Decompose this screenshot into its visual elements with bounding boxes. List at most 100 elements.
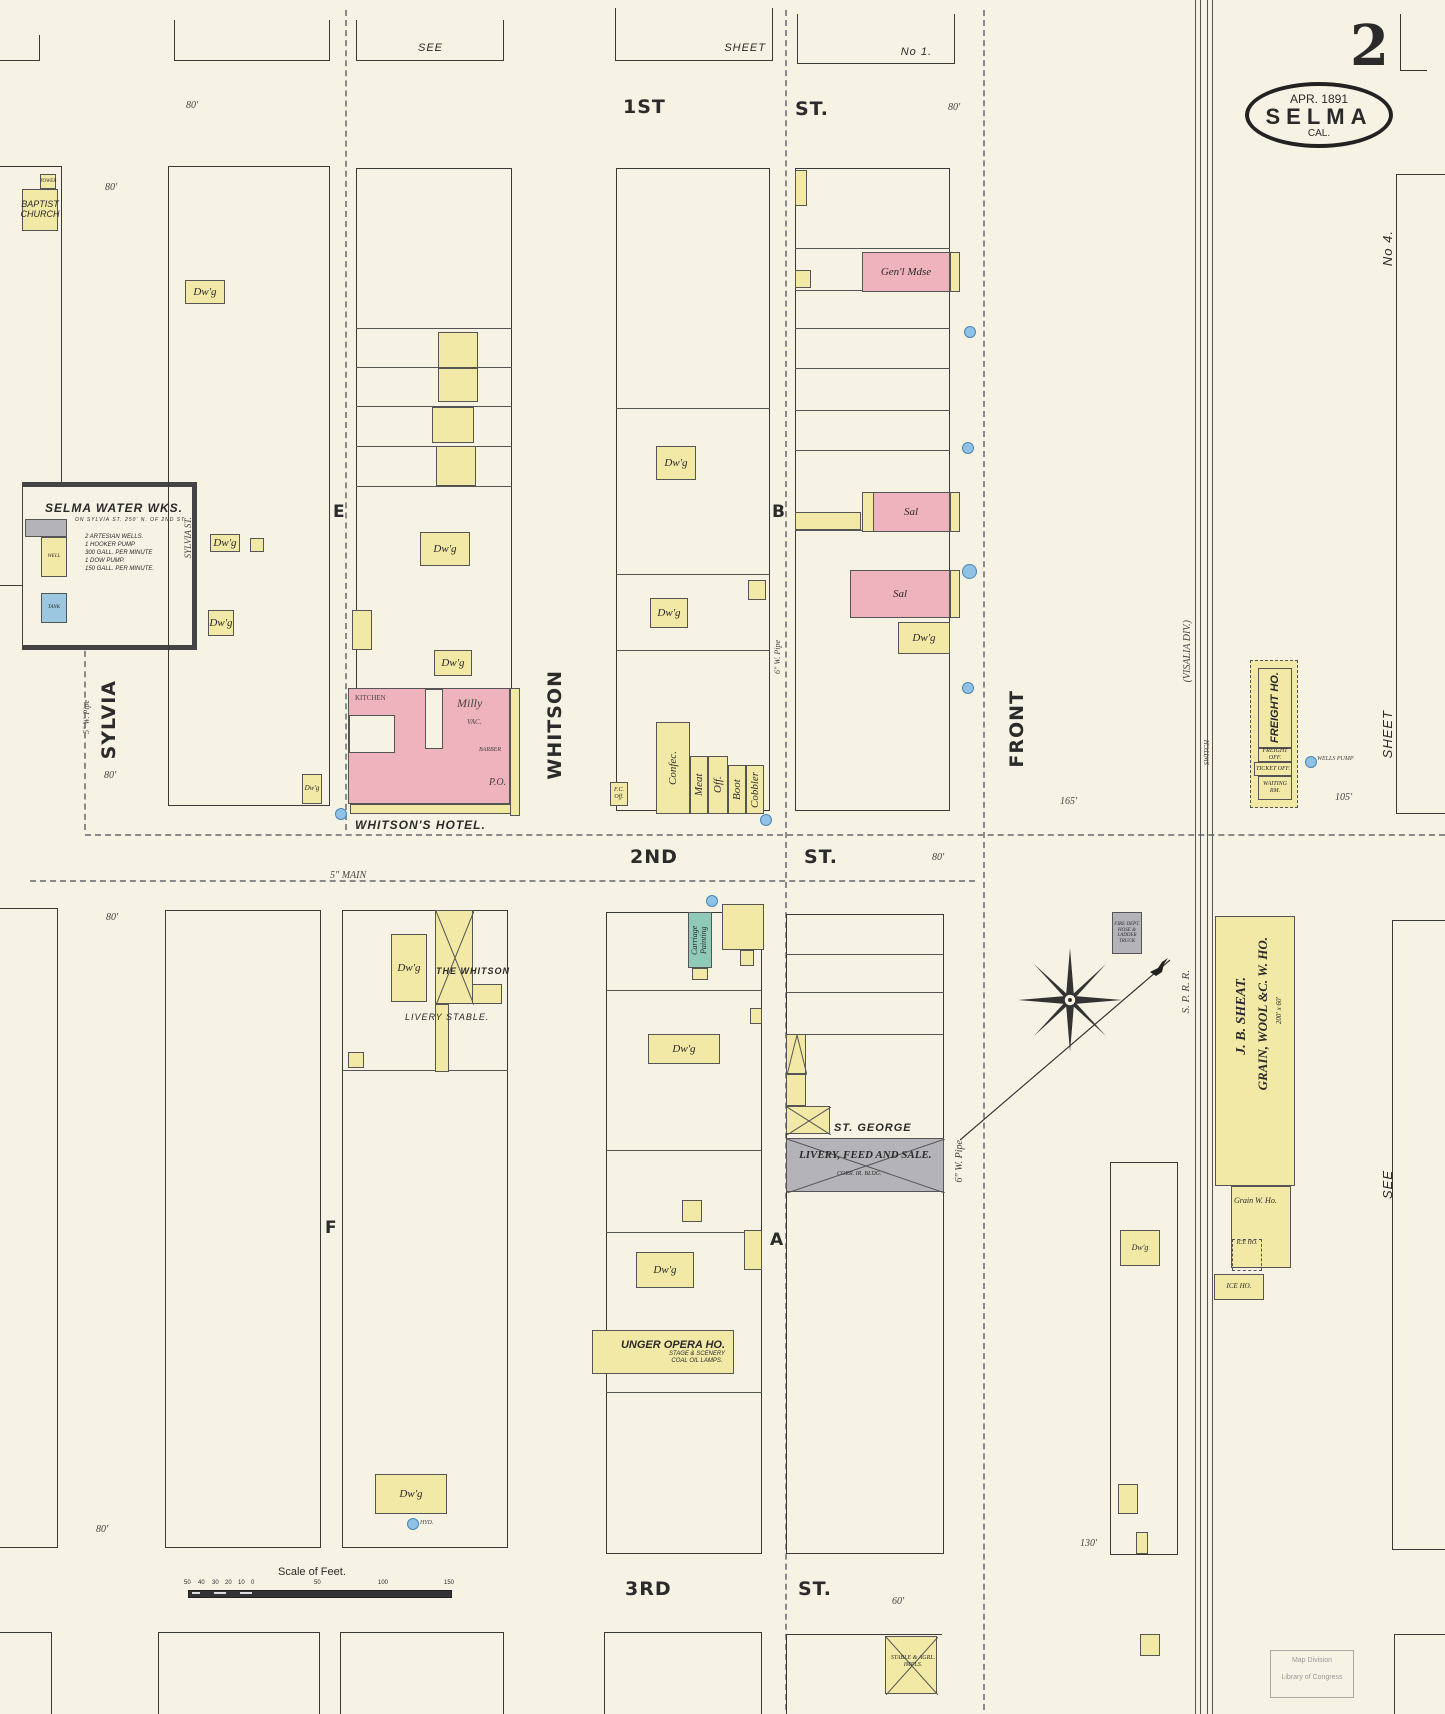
fc-office: F.C. Off. — [610, 782, 628, 806]
top-block-2 — [174, 20, 330, 61]
lot-line — [606, 1150, 762, 1151]
livery-feed-sale-label: LIVERY, FEED AND SALE. — [799, 1149, 932, 1161]
meat-market: Meat — [690, 756, 708, 814]
right-block-north — [1396, 174, 1445, 814]
bottom-block-1 — [0, 1632, 52, 1714]
whitsons-hotel-label: WHITSON'S HOTEL. — [355, 818, 486, 832]
street-2nd: 2ND — [630, 846, 678, 868]
grain-dims: 200' x 60' — [1275, 997, 1283, 1025]
pipe-sylvia — [84, 600, 86, 830]
general-merchandise: Gen'l Mdse — [862, 252, 950, 292]
rail-division-label: (VISALIA DIV.) — [1182, 620, 1193, 683]
block-letter-e: E — [333, 502, 346, 522]
block-sylvia-north — [168, 166, 330, 806]
livery-feed-sale-stable: LIVERY, FEED AND SALE. CORR. IR. BLDG. — [786, 1138, 945, 1193]
hotel-courtyard — [349, 715, 395, 753]
shed — [750, 1008, 762, 1024]
street-whitson: WHITSON — [544, 670, 566, 780]
hydrant-icon — [407, 1518, 419, 1530]
wells-pump-icon — [964, 326, 976, 338]
shed — [348, 1052, 364, 1068]
street-3rd: 3RD — [625, 1578, 672, 1600]
title-cartouche: APR. 1891 SELMA CAL. — [1245, 82, 1393, 148]
opera-line1: STAGE & SCENERY — [668, 1351, 725, 1358]
st-george-label: ST. GEORGE — [834, 1122, 912, 1134]
main-label: 5" MAIN — [330, 870, 367, 881]
street-2nd-st: ST. — [804, 846, 838, 868]
dwelling: Dw'g — [650, 598, 688, 628]
porch — [950, 492, 960, 532]
dwelling: Dw'g — [648, 1034, 720, 1064]
shed — [740, 950, 754, 966]
street-1st: 1ST — [623, 96, 666, 118]
dim-label: 80' — [96, 1524, 109, 1535]
railroad-track — [1212, 0, 1213, 1714]
block-letter-a: A — [770, 1230, 785, 1250]
corr-iron-label: CORR. IR. BLDG. — [837, 1171, 882, 1177]
hotel-room-gap — [425, 689, 443, 749]
see-label: SEE — [417, 42, 443, 54]
wells-pump-icon — [706, 895, 718, 907]
top-block-4: SHEET — [615, 8, 773, 61]
vac-building — [722, 904, 764, 950]
dwelling: Dw'g — [391, 934, 427, 1002]
ticket-office: TICKET OFF. — [1254, 762, 1292, 776]
carriage-painting: Carriage Painting — [688, 912, 712, 968]
dwelling: Dw'g — [185, 280, 225, 304]
see-label-right: SEE — [1380, 1170, 1395, 1200]
livery-wing — [435, 1004, 449, 1072]
hyd-label: HYD. — [420, 1520, 434, 1526]
stamp-line2: Library of Congress — [1281, 1674, 1343, 1681]
wells-pump-icon — [962, 564, 977, 579]
dwelling: Dw'g — [434, 650, 472, 676]
grain-wh-label: Grain W. Ho. — [1234, 1196, 1277, 1205]
livery-shed — [472, 984, 502, 1004]
confectionery: Confec. — [656, 722, 690, 814]
scale-bar-segment — [240, 1592, 252, 1594]
dim-label: 80' — [106, 912, 119, 923]
stable-shed — [786, 1074, 806, 1106]
freight-office: FREIGHT OFF. — [1258, 748, 1292, 762]
dim-label: 60' — [892, 1596, 905, 1607]
water-works-location: ON SYLVIA ST. 250' N. OF 2ND ST. — [75, 517, 188, 523]
scale-title: Scale of Feet. — [278, 1566, 346, 1578]
water-works-inset: SELMA WATER WKS. ON SYLVIA ST. 250' N. O… — [22, 482, 197, 650]
livery-stable-label: LIVERY STABLE. — [405, 1012, 490, 1022]
top-block-3: SEE — [356, 20, 504, 61]
pump-label: WELLS PUMP — [1317, 756, 1354, 762]
lot-line — [795, 328, 950, 329]
cross-mark-icon — [436, 911, 474, 1005]
dim-label: 80' — [948, 102, 961, 113]
block-a-east — [786, 914, 944, 1554]
fire-dept-house: FIRE DEPT. HOSE & LADDER TRUCK — [1112, 912, 1142, 954]
dim-label: 105' — [1335, 792, 1353, 803]
block-north-whitson-east — [616, 168, 770, 811]
block-letter-f: F — [325, 1218, 338, 1238]
bottom-block-right — [1394, 1634, 1445, 1714]
lot-line — [356, 486, 512, 487]
map-city: SELMA — [1265, 104, 1373, 129]
lot-line — [786, 992, 944, 993]
dim-label: 80' — [105, 182, 118, 193]
stable-agricultural-implements: STABLE & AGRL. IMPLS. — [885, 1636, 938, 1695]
grain-warehouse: Grain W. Ho. ICE HO. — [1231, 1186, 1291, 1271]
boot-shop: Boot — [728, 765, 746, 814]
lot-line — [356, 367, 512, 368]
block-f-west — [165, 910, 321, 1548]
pipe-front-east — [983, 10, 985, 1710]
library-stamp: Map Division Library of Congress — [1270, 1650, 1354, 1698]
freight-house: FREIGHT HO. — [1258, 668, 1292, 748]
sheet-number: 2 — [1350, 13, 1389, 79]
street-sylvia: SYLVIA — [98, 680, 120, 760]
cross-mark-icon — [787, 1139, 945, 1193]
railroad-track — [1195, 0, 1196, 1714]
right-block-south — [1392, 920, 1445, 1550]
whitsons-hotel: KITCHEN Milly VAC. P.O. BARBER — [348, 688, 510, 804]
dwelling: Dw'g — [656, 446, 696, 480]
scale-of-feet: Scale of Feet. 50 40 30 20 10 0 50 100 1… — [184, 1566, 458, 1606]
dwelling: Dw'g — [636, 1252, 694, 1288]
lot-line — [606, 1232, 762, 1233]
shed — [744, 1230, 762, 1270]
ice-house: ICE HO. — [1214, 1274, 1264, 1300]
water-works-tank: TANK — [41, 593, 67, 623]
